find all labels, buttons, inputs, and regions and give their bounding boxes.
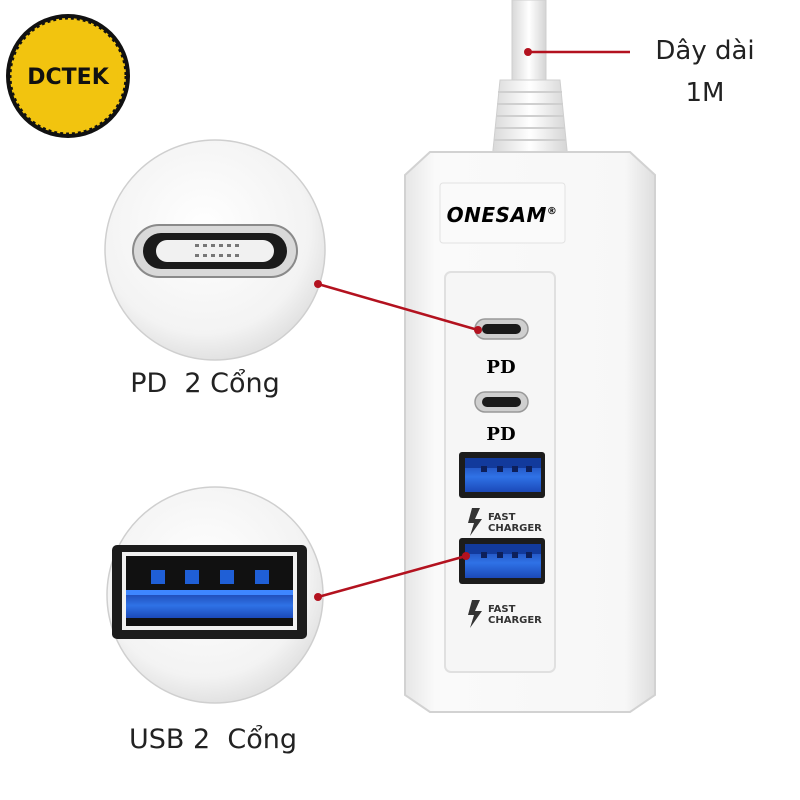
fast-label-2: FAST <box>488 604 516 615</box>
charger-label-1: CHARGER <box>488 523 542 534</box>
fast-label-1: FAST <box>488 512 516 523</box>
badge-text: DCTEK <box>27 65 109 90</box>
svg-text:CHARGER: CHARGER <box>488 615 542 626</box>
callout-lines <box>314 48 630 601</box>
usb-c-port-2 <box>474 391 529 413</box>
usb-a-port-1 <box>459 452 545 498</box>
cable-length-value: 1M <box>686 78 725 108</box>
cable <box>491 0 569 161</box>
usb-c-port-1 <box>474 318 529 340</box>
svg-text:FAST: FAST <box>488 512 516 523</box>
svg-text:CHARGER: CHARGER <box>488 523 542 534</box>
usb-c-zoom-circle <box>104 139 326 361</box>
dctek-badge: DCTEK <box>6 14 130 138</box>
svg-text:FAST: FAST <box>488 604 516 615</box>
pd-label-2: PD <box>486 424 515 445</box>
charger-body: ONESAM® <box>404 151 656 713</box>
usb-ports-label: USB 2 Cổng <box>129 724 297 755</box>
usb-a-port-2 <box>459 538 545 584</box>
brand-logo: ONESAM® <box>447 203 558 227</box>
pd-label-1: PD <box>486 357 515 378</box>
lightning-icon <box>468 508 482 536</box>
brand-name: ONESAM <box>447 203 547 227</box>
cable-length-label: Dây dài <box>655 36 754 66</box>
trademark-mark: ® <box>547 206 558 217</box>
fast-charger-badge-2: FAST CHARGER <box>468 600 542 628</box>
pd-ports-label: PD 2 Cổng <box>130 368 280 399</box>
fast-charger-badge-1: FAST CHARGER <box>468 508 542 536</box>
charger-label-2: CHARGER <box>488 615 542 626</box>
lightning-icon <box>468 600 482 628</box>
usb-a-zoom-circle <box>106 486 324 704</box>
